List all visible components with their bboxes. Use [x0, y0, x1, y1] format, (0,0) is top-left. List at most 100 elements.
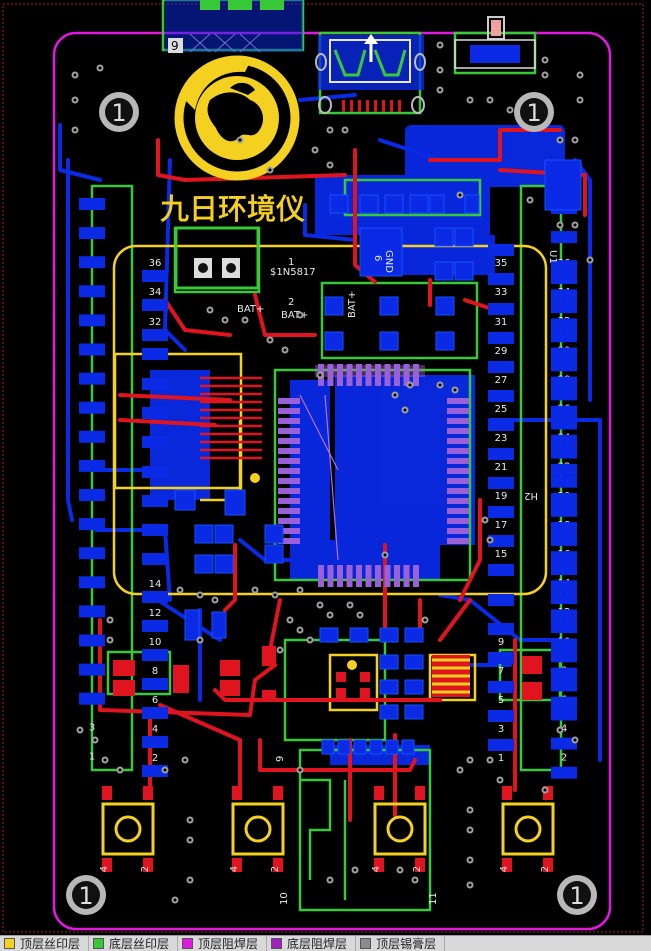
inner-pad	[142, 378, 168, 390]
button-pad	[502, 858, 512, 872]
button-pad	[273, 858, 283, 872]
chip-pad	[375, 565, 381, 587]
header-pad	[79, 227, 105, 240]
button-pad	[415, 786, 425, 800]
inner-pad	[488, 390, 514, 402]
layer-tab-4[interactable]: 顶层锡膏层	[356, 936, 446, 951]
chip-pad	[278, 398, 300, 404]
button-pad	[143, 858, 153, 872]
inner-pad	[142, 436, 168, 448]
header-pad	[551, 580, 577, 593]
inner-pin-label: 8	[152, 666, 158, 677]
button-pad	[143, 786, 153, 800]
header-pad	[551, 504, 577, 517]
layer-color-swatch	[360, 938, 372, 949]
button-cap-icon	[386, 815, 414, 843]
chip-pad	[278, 528, 300, 534]
header-pad	[79, 489, 105, 501]
chip-pad	[384, 364, 391, 386]
chip-pad	[447, 528, 469, 534]
layer-tab-2[interactable]: 顶层阻焊层	[178, 936, 268, 951]
inner-pad	[488, 273, 514, 285]
bat-label-1: BAT+	[237, 304, 264, 315]
header-pad	[79, 256, 105, 269]
inner-pad	[488, 681, 514, 693]
inner-pad	[488, 332, 514, 344]
silk-title: 九日环境仪	[160, 192, 305, 226]
tact-button[interactable]	[231, 802, 285, 856]
tact-button[interactable]	[101, 802, 155, 856]
button-pin-label: 2	[540, 866, 551, 872]
header-pad	[551, 609, 577, 622]
inner-pad	[488, 710, 514, 722]
chip-pad	[375, 364, 381, 386]
button-pad	[374, 786, 384, 800]
chip-pad	[447, 448, 469, 454]
tact-button[interactable]	[501, 802, 555, 856]
header-pin-label: 3	[89, 723, 95, 734]
inner-pin-label: 35	[495, 258, 508, 269]
mount-hole-label: 1	[526, 99, 541, 127]
header-pad	[551, 289, 577, 302]
inner-pin-label: 36	[149, 258, 162, 269]
header-pad	[79, 634, 105, 647]
pin-label-10: 10	[279, 892, 290, 905]
header-pad	[551, 446, 577, 459]
inner-pin-label: 25	[495, 404, 508, 415]
pin-label-1: 1	[288, 257, 294, 268]
pin-label-6: 6	[372, 255, 383, 261]
inner-pad	[488, 594, 514, 606]
inner-pin-label: 23	[495, 433, 508, 444]
header-pad	[551, 533, 577, 546]
inner-pin-label: 1	[498, 753, 504, 764]
inner-pin-label: 34	[149, 287, 162, 298]
inner-pin-label: 32	[149, 317, 162, 328]
header-pad	[551, 434, 577, 447]
header-pad	[551, 551, 577, 564]
layer-tab-1[interactable]: 底层丝印层	[89, 936, 179, 951]
header-pad	[551, 493, 577, 505]
header-pad	[79, 692, 105, 705]
chip-pad	[356, 565, 362, 587]
layer-tab-3[interactable]: 底层阻焊层	[267, 936, 357, 951]
chip-pad	[327, 364, 334, 386]
layer-tab-0[interactable]: 顶层丝印层	[0, 936, 90, 951]
chip-pad	[278, 458, 300, 464]
header-pad	[551, 463, 577, 476]
tact-button[interactable]	[373, 802, 427, 856]
button-pin-label: 4	[371, 866, 382, 872]
inner-pin-label: 12	[149, 608, 162, 619]
button-cap-icon	[514, 815, 542, 843]
chip-pad	[447, 488, 469, 494]
inner-pin-label: 27	[495, 375, 508, 386]
button-pad	[502, 786, 512, 800]
header-pad	[551, 522, 577, 535]
inner-pad	[142, 495, 168, 507]
header-pad	[551, 650, 577, 663]
inner-pad	[488, 448, 514, 460]
header-pin-label: 4	[561, 724, 567, 735]
h2-label: H2	[524, 490, 538, 501]
header-pad	[79, 314, 105, 327]
header-pad	[79, 343, 105, 356]
inner-pin-label: 21	[495, 462, 508, 473]
header-pad	[79, 459, 105, 472]
button-pad	[374, 858, 384, 872]
header-pad	[551, 330, 577, 343]
header-pad	[551, 563, 577, 575]
globe-logo-icon	[174, 55, 300, 181]
header-pad	[551, 260, 577, 273]
header-pad	[551, 301, 577, 314]
inner-pad	[142, 591, 168, 603]
chip-pad	[356, 364, 362, 386]
chip-pad	[403, 364, 410, 386]
chip-pad	[447, 538, 469, 544]
header-pad	[79, 430, 105, 443]
chip-pad	[365, 364, 372, 386]
svg-text:9: 9	[171, 39, 179, 53]
inner-pad	[142, 736, 168, 748]
